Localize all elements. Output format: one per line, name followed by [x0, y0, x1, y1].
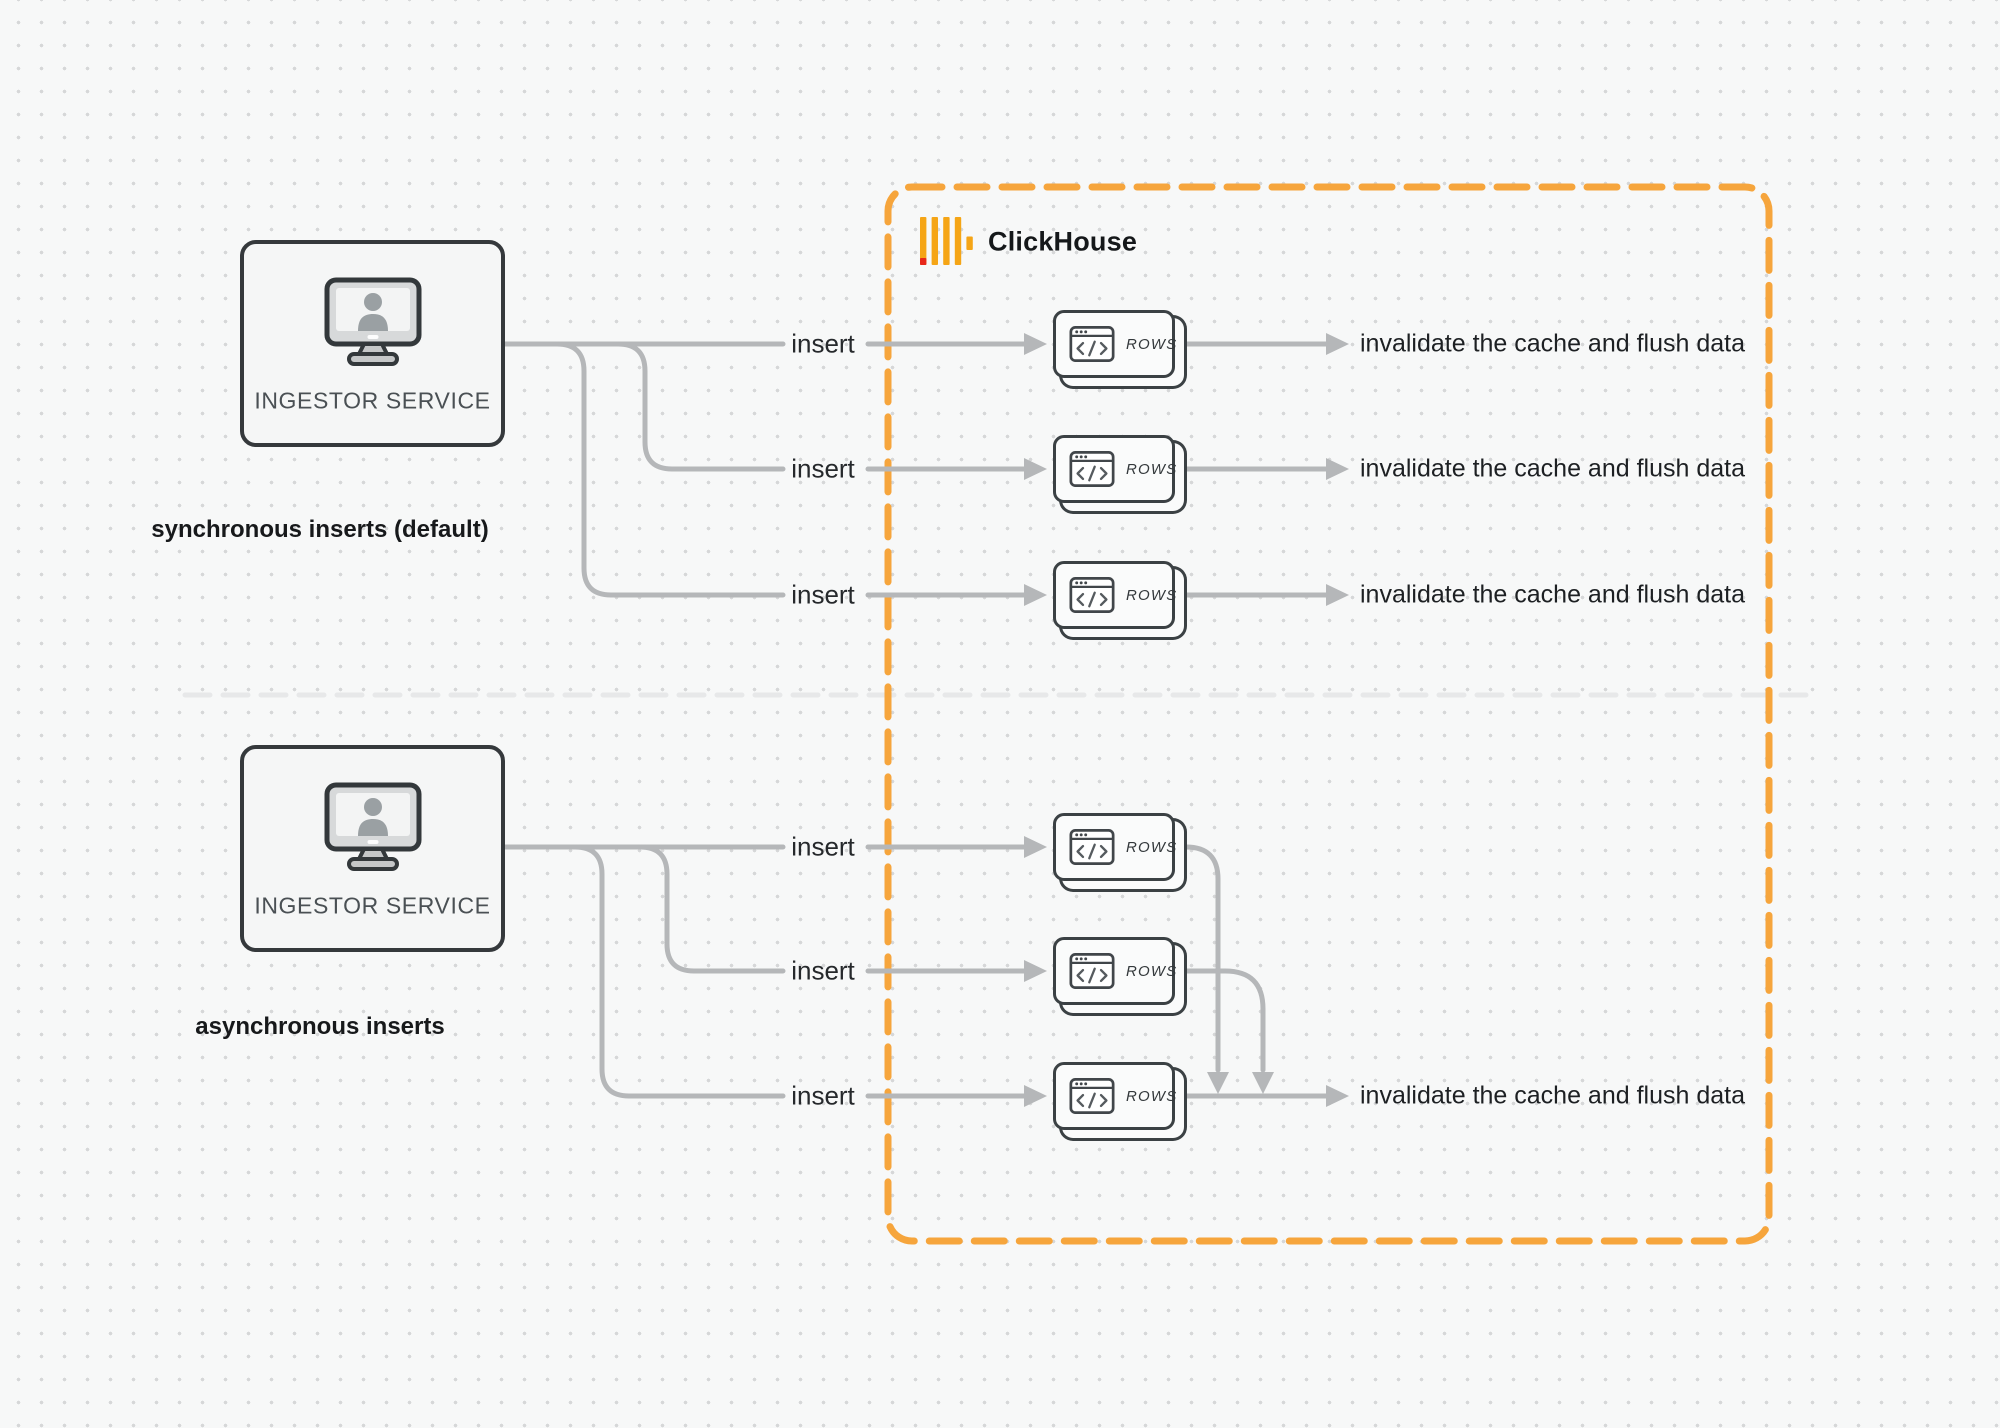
insert-label: insert: [791, 453, 855, 484]
arrowhead: [1326, 333, 1349, 355]
monitor-user-icon: [324, 277, 421, 366]
arrowhead: [1326, 458, 1349, 480]
invalidate-label: invalidate the cache and flush data: [1360, 329, 1745, 358]
clickhouse-boundary: [884, 183, 1773, 1245]
arrowhead: [1326, 1085, 1349, 1107]
rows-label: ROWS: [1126, 335, 1178, 353]
ingestor-label: INGESTOR SERVICE: [254, 387, 491, 414]
rows-buffer-card: ROWS: [1053, 813, 1178, 881]
arrowhead: [1024, 1085, 1047, 1107]
sync-row3-branch: [554, 341, 786, 598]
ingestor-box-sync: INGESTOR SERVICE: [240, 240, 505, 447]
arrowhead: [1024, 836, 1047, 858]
sync-row2-branch: [615, 341, 786, 472]
rows-buffer-card: ROWS: [1053, 1062, 1178, 1130]
ingestor-label: INGESTOR SERVICE: [254, 892, 491, 919]
rows-label: ROWS: [1126, 460, 1178, 478]
arrowhead: [1024, 960, 1047, 982]
rows-buffer-card: ROWS: [1053, 561, 1178, 629]
invalidate-label: invalidate the cache and flush data: [1360, 1081, 1745, 1110]
async-row2-branch: [637, 844, 786, 974]
async-buffer1-drain: [1183, 844, 1221, 1073]
insert-label: insert: [791, 579, 855, 610]
clickhouse-title: ClickHouse: [988, 226, 1138, 257]
ingestor-box-async: INGESTOR SERVICE: [240, 745, 505, 952]
insert-label: insert: [791, 955, 855, 986]
insert-label: insert: [791, 328, 855, 359]
code-window-icon: [1069, 953, 1115, 989]
arrowhead: [1024, 584, 1047, 606]
monitor-user-icon: [324, 782, 421, 871]
rows-buffer-card: ROWS: [1053, 435, 1178, 503]
insert-label: insert: [791, 1080, 855, 1111]
code-window-icon: [1069, 451, 1115, 487]
rows-buffer-card: ROWS: [1053, 310, 1178, 378]
async-row3-branch: [572, 844, 786, 1099]
rows-label: ROWS: [1126, 586, 1178, 604]
rows-label: ROWS: [1126, 838, 1178, 856]
arrowhead-down: [1207, 1072, 1229, 1094]
arrowhead-down: [1252, 1072, 1274, 1094]
arrowhead: [1024, 333, 1047, 355]
rows-label: ROWS: [1126, 1087, 1178, 1105]
async-buffer2-drain: [1183, 968, 1266, 1073]
sync-caption: synchronous inserts (default): [151, 516, 489, 543]
code-window-icon: [1069, 1078, 1115, 1114]
rows-buffer-card: ROWS: [1053, 937, 1178, 1005]
rows-label: ROWS: [1126, 962, 1178, 980]
code-window-icon: [1069, 577, 1115, 613]
code-window-icon: [1069, 829, 1115, 865]
arrowhead: [1326, 584, 1349, 606]
code-window-icon: [1069, 326, 1115, 362]
insert-label: insert: [791, 831, 855, 862]
invalidate-label: invalidate the cache and flush data: [1360, 580, 1745, 609]
async-caption: asynchronous inserts: [195, 1013, 445, 1040]
invalidate-label: invalidate the cache and flush data: [1360, 454, 1745, 483]
clickhouse-logo-icon: [920, 217, 973, 265]
arrowhead: [1024, 458, 1047, 480]
